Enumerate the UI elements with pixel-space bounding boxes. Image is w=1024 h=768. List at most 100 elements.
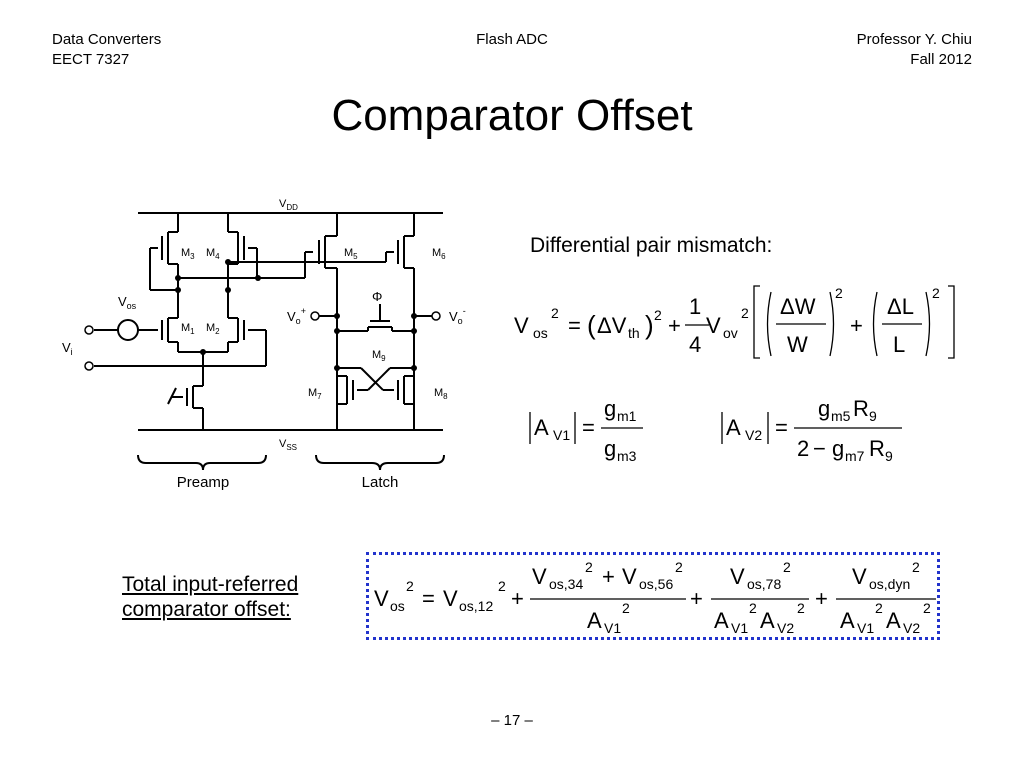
total-offset-label-line1: Total input-referred: [122, 573, 299, 596]
m3-label: M3: [181, 247, 195, 261]
vo-plus-label: Vo+: [287, 306, 306, 326]
svg-text:=: =: [568, 313, 581, 338]
svg-text:2: 2: [923, 600, 931, 616]
svg-text:W: W: [787, 332, 808, 357]
svg-text:2: 2: [675, 559, 683, 575]
header-right: Professor Y. Chiu Fall 2012: [857, 30, 972, 70]
phi-label: Φ: [372, 289, 382, 304]
vos-mismatch-equation: V os 2 = ( ΔV th ) 2 + 1 4 V ov 2 ΔW W 2…: [514, 285, 940, 357]
svg-text:m1: m1: [617, 408, 637, 424]
latch-label: Latch: [362, 474, 399, 491]
instructor: Professor Y. Chiu: [856, 31, 972, 48]
m4-label: M4: [206, 247, 220, 261]
header-left: Data Converters EECT 7327: [52, 30, 161, 70]
svg-text:−: −: [813, 436, 826, 461]
svg-text:V1: V1: [731, 620, 748, 636]
svg-text:os,dyn: os,dyn: [869, 576, 910, 592]
svg-text:9: 9: [885, 448, 893, 464]
svg-text:th: th: [628, 325, 640, 341]
av2-equation: A V2 = g m5 R 9 2 − g m7 R 9: [726, 396, 893, 464]
svg-text:os,78: os,78: [747, 576, 781, 592]
svg-text:2: 2: [498, 578, 506, 594]
svg-text:m5: m5: [831, 408, 851, 424]
svg-text:os,12: os,12: [459, 598, 493, 614]
total-offset-equation: V os 2 = V os,12 2 + V os,34 2 + V os,56…: [374, 559, 931, 636]
svg-text:+: +: [602, 564, 615, 589]
vo-minus-label: Vo-: [449, 306, 466, 326]
svg-text:4: 4: [689, 332, 701, 357]
svg-text:A: A: [534, 415, 549, 440]
svg-text:1: 1: [689, 294, 701, 319]
av1-equation: A V1 = g m1 g m3: [534, 396, 637, 464]
svg-text:2: 2: [875, 600, 883, 616]
svg-text:g: g: [818, 396, 830, 421]
vos-label: Vos: [118, 294, 137, 311]
svg-text:=: =: [422, 586, 435, 611]
slide-title: Comparator Offset: [331, 91, 693, 140]
total-offset-label: Total input-referred comparator offset:: [122, 572, 298, 622]
svg-text:A: A: [726, 415, 741, 440]
svg-text:2: 2: [797, 600, 805, 616]
svg-text:=: =: [582, 415, 595, 440]
svg-text:A: A: [587, 608, 602, 633]
svg-text:V2: V2: [777, 620, 794, 636]
svg-text:V: V: [706, 313, 721, 338]
svg-text:V1: V1: [553, 427, 570, 443]
svg-text:V: V: [622, 564, 637, 589]
svg-text:A: A: [840, 608, 855, 633]
svg-text:os: os: [533, 325, 548, 341]
svg-text:9: 9: [869, 408, 877, 424]
m7-label: M7: [308, 387, 322, 401]
total-offset-label-line2: comparator offset:: [122, 598, 291, 621]
comparator-schematic: VDD VSS M3 M4 M5 M6 M1 M2 M7 M8 M9 Φ Vos…: [62, 198, 466, 491]
svg-text:ΔW: ΔW: [780, 294, 816, 319]
vdd-label: VDD: [279, 198, 298, 212]
svg-text:g: g: [604, 436, 616, 461]
svg-text:V1: V1: [857, 620, 874, 636]
vss-label: VSS: [279, 438, 297, 452]
svg-text:A: A: [714, 608, 729, 633]
svg-text:A: A: [886, 608, 901, 633]
m6-label: M6: [432, 247, 446, 261]
svg-text:os,56: os,56: [639, 576, 673, 592]
svg-text:): ): [645, 310, 654, 340]
m1-label: M1: [181, 322, 195, 336]
m5-label: M5: [344, 247, 358, 261]
course-code: EECT 7327: [52, 51, 130, 68]
svg-text:V: V: [730, 564, 745, 589]
svg-text:A: A: [760, 608, 775, 633]
svg-text:2: 2: [654, 307, 662, 323]
svg-text:+: +: [815, 586, 828, 611]
svg-text:2: 2: [622, 600, 630, 616]
svg-text:m3: m3: [617, 448, 637, 464]
preamp-label: Preamp: [177, 474, 230, 491]
svg-text:+: +: [668, 313, 681, 338]
m9-label: M9: [372, 349, 386, 363]
svg-text:2: 2: [551, 305, 559, 321]
svg-text:V: V: [514, 313, 529, 338]
svg-text:+: +: [850, 313, 863, 338]
svg-text:2: 2: [783, 559, 791, 575]
mismatch-label: Differential pair mismatch:: [530, 234, 772, 257]
course-name: Data Converters: [52, 31, 162, 48]
svg-text:=: =: [775, 415, 788, 440]
svg-text:V2: V2: [745, 427, 762, 443]
svg-text:V: V: [443, 586, 458, 611]
svg-text:+: +: [690, 586, 703, 611]
svg-text:2: 2: [749, 600, 757, 616]
svg-text:ov: ov: [723, 325, 738, 341]
svg-text:ΔV: ΔV: [597, 313, 627, 338]
svg-text:2: 2: [585, 559, 593, 575]
svg-text:V: V: [532, 564, 547, 589]
svg-text:V: V: [852, 564, 867, 589]
svg-text:os: os: [390, 598, 405, 614]
svg-text:+: +: [511, 586, 524, 611]
svg-text:(: (: [587, 310, 596, 340]
svg-text:L: L: [893, 332, 905, 357]
svg-text:2: 2: [741, 305, 749, 321]
svg-text:R: R: [853, 396, 869, 421]
m2-label: M2: [206, 322, 220, 336]
header-center: Flash ADC: [476, 31, 548, 48]
svg-text:V: V: [374, 586, 389, 611]
